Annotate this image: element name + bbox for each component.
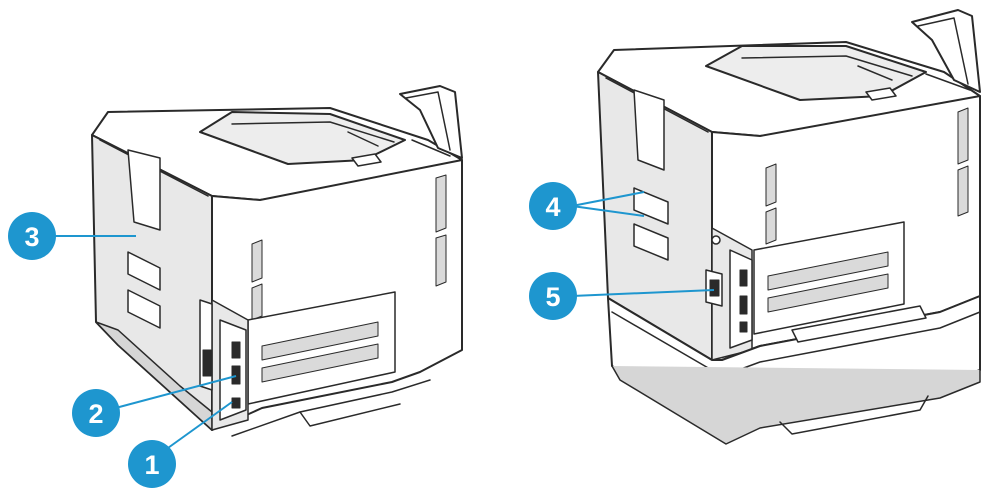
right-output-bin <box>705 45 927 101</box>
right-port-c <box>739 321 748 333</box>
callout-3-circle <box>8 212 56 260</box>
callout-2-circle <box>72 389 120 437</box>
callout-2: 2 <box>72 389 120 437</box>
callout-5-circle <box>529 272 577 320</box>
leader-2 <box>107 375 237 411</box>
left-rear-flap <box>399 85 463 159</box>
right-port-b <box>739 295 748 315</box>
callout-4: 4 <box>529 182 577 230</box>
leader-5 <box>571 289 715 297</box>
left-top-tab <box>351 153 382 167</box>
leader-4a <box>571 191 645 207</box>
printer-right <box>597 9 981 445</box>
callout-1-label: 1 <box>144 450 159 480</box>
callout-4-label: 4 <box>545 192 560 222</box>
callout-1: 1 <box>128 440 176 488</box>
callout-3-label: 3 <box>24 222 39 252</box>
right-power-socket <box>709 279 720 297</box>
callout-2-label: 2 <box>88 399 103 429</box>
left-door-handle <box>127 149 161 231</box>
printer-left <box>91 85 463 437</box>
left-port-c <box>231 397 241 409</box>
left-port-a <box>231 341 241 359</box>
right-rear-flap <box>911 9 981 93</box>
callout-5-label: 5 <box>545 282 560 312</box>
left-output-bin <box>199 111 406 165</box>
callout-4-circle <box>529 182 577 230</box>
callout-5: 5 <box>529 272 577 320</box>
right-port-a <box>739 269 748 287</box>
left-port-b <box>231 365 241 385</box>
callout-3: 3 <box>8 212 56 260</box>
leader-4b <box>571 205 645 217</box>
left-power-socket <box>202 349 212 377</box>
callout-1-circle <box>128 440 176 488</box>
